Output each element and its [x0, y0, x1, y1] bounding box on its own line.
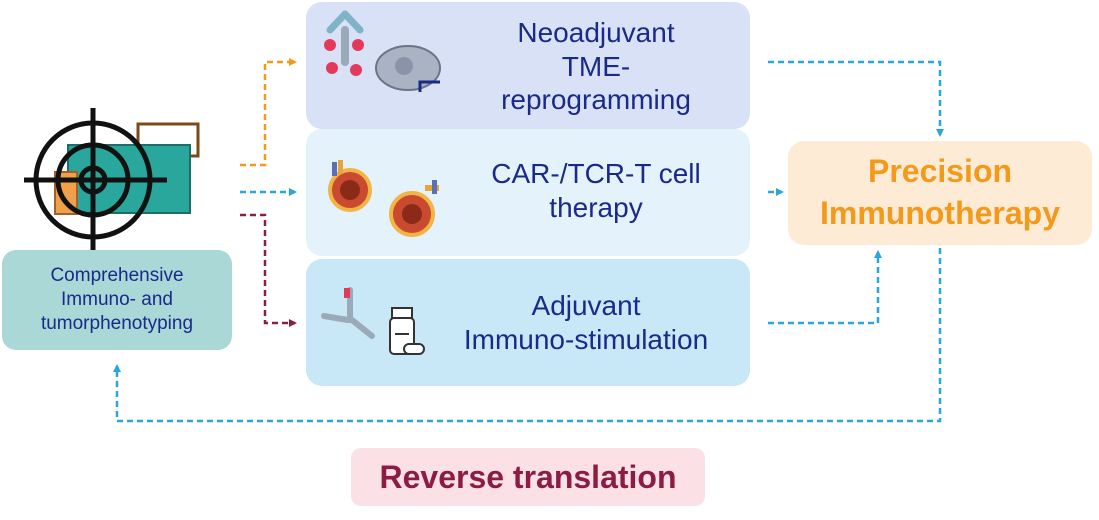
precision-label: Precision Immunotherapy — [819, 153, 1061, 231]
car-tcr-box: CAR-/TCR-T cell therapy — [306, 129, 750, 256]
arrow-neo-to-precision — [768, 60, 944, 137]
neoadjuvant-box: Neoadjuvant TME- reprogramming — [306, 2, 750, 129]
precision-box: Precision Immunotherapy — [788, 141, 1092, 245]
arrow-to-neoadjuvant — [240, 58, 297, 167]
neoadjuvant-label: Neoadjuvant TME- reprogramming — [501, 17, 691, 116]
car-tcr-label: CAR-/TCR-T cell therapy — [491, 158, 701, 223]
arrow-adj-to-precision — [768, 250, 882, 325]
reverse-translation-box: Reverse translation — [351, 448, 705, 506]
arrow-to-adjuvant — [240, 213, 297, 327]
adjuvant-box: Adjuvant Immuno-stimulation — [306, 259, 750, 386]
comprehensive-box: Comprehensive Immuno- and tumorphenotypi… — [2, 250, 232, 350]
comprehensive-label: Comprehensive Immuno- and tumorphenotypi… — [40, 264, 194, 335]
reverse-translation-label: Reverse translation — [379, 458, 677, 495]
arrow-reverse-loop — [113, 248, 942, 423]
adjuvant-label: Adjuvant Immuno-stimulation — [463, 290, 709, 355]
